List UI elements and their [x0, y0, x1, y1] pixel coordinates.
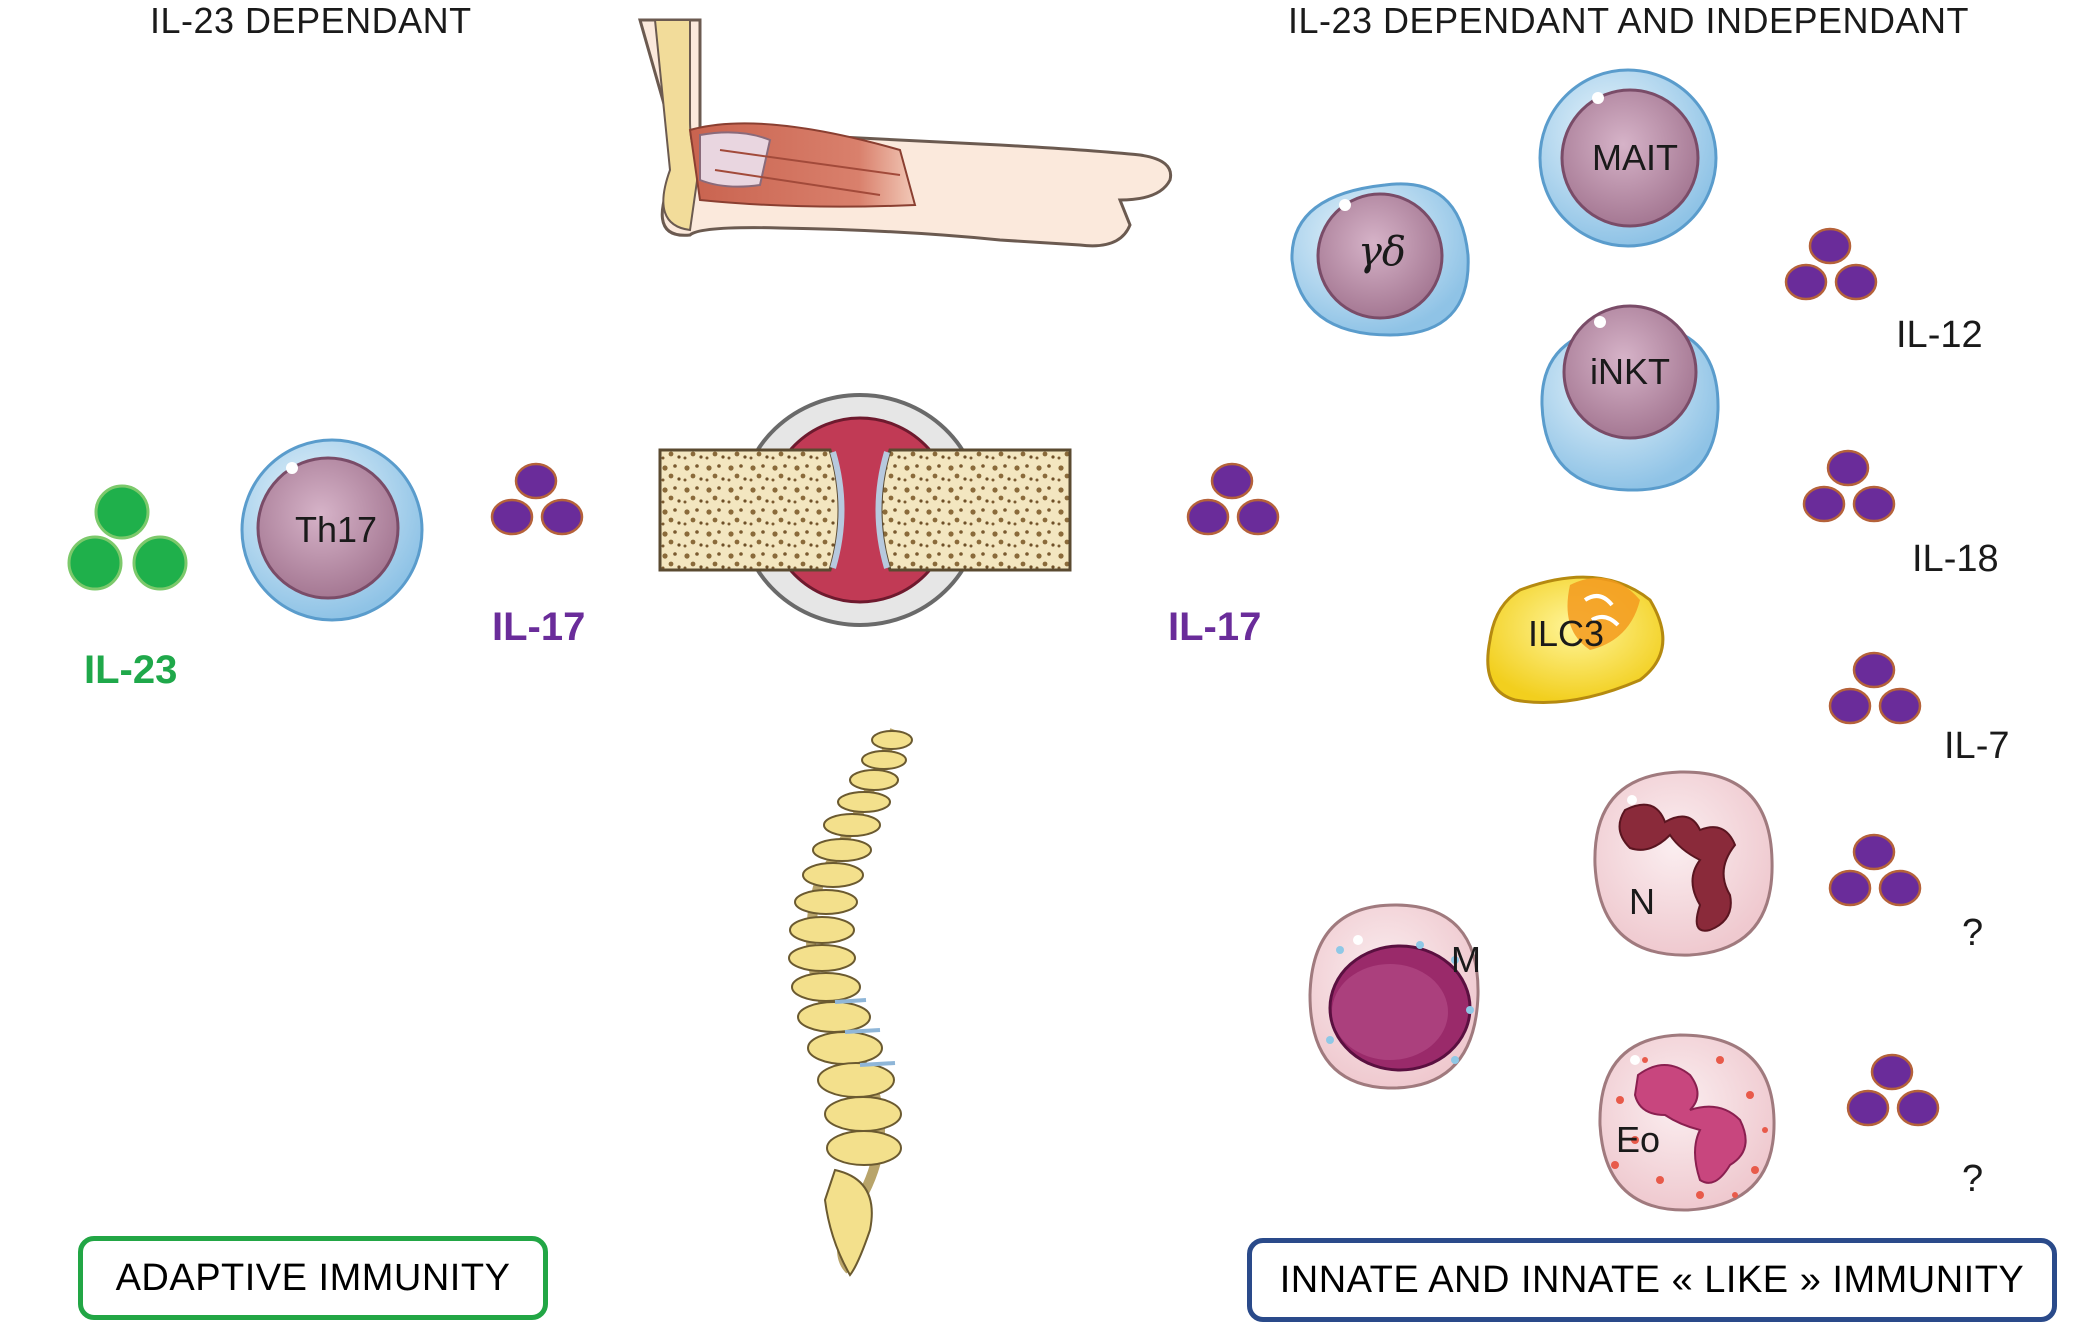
mait-label: MAIT — [1592, 137, 1678, 178]
spine-illustration — [788, 728, 913, 1277]
neutrophil-cell — [1593, 770, 1774, 957]
macrophage-label: M — [1451, 939, 1481, 980]
ilc3-label: ILC3 — [1527, 613, 1605, 654]
unknown-cytokine-label-2: ? — [1962, 1158, 1984, 1200]
neutrophil-label: N — [1629, 881, 1655, 922]
unknown-cytokine-label-1: ? — [1962, 912, 1984, 954]
macrophage-cell — [1308, 903, 1480, 1090]
th17-label: Th17 — [294, 509, 378, 550]
inkt-cell — [1540, 304, 1720, 492]
unknown-cytokine-cluster-1 — [1828, 833, 1922, 907]
il7-label: IL-7 — [1944, 725, 2010, 767]
adaptive-immunity-box: ADAPTIVE IMMUNITY — [78, 1236, 548, 1320]
il23-cytokine-cluster — [67, 484, 188, 591]
gamma-delta-label: γδ — [1358, 229, 1406, 275]
eosinophil-cell — [1598, 1033, 1776, 1212]
il12-label: IL-12 — [1896, 314, 1983, 356]
innate-immunity-box: INNATE AND INNATE « LIKE » IMMUNITY — [1247, 1238, 2057, 1322]
adaptive-immunity-label: ADAPTIVE IMMUNITY — [115, 1256, 511, 1299]
th17-cell — [240, 438, 424, 622]
il18-cytokine-cluster — [1802, 449, 1896, 523]
mait-cell — [1538, 68, 1718, 248]
il7-cytokine-cluster — [1828, 651, 1922, 725]
il17-cytokine-cluster-left — [490, 462, 584, 536]
joint-illustration — [658, 393, 1072, 627]
eosinophil-label: Eo — [1615, 1119, 1661, 1160]
il17-cytokine-cluster-right — [1186, 462, 1280, 536]
ilc3-cell — [1486, 575, 1665, 704]
inkt-label: iNKT — [1590, 351, 1670, 392]
heading-il23-dependant: IL-23 DEPENDANT — [150, 0, 472, 41]
heading-il23-dependant-and-independant: IL-23 DEPENDANT AND INDEPENDANT — [1288, 0, 1969, 41]
gamma-delta-cell — [1290, 182, 1470, 337]
il18-label: IL-18 — [1912, 538, 1999, 580]
arm-illustration — [638, 18, 1173, 248]
il23-label: IL-23 — [84, 648, 178, 692]
il12-cytokine-cluster — [1784, 227, 1878, 301]
unknown-cytokine-cluster-2 — [1846, 1053, 1940, 1127]
il17-label-right: IL-17 — [1168, 605, 1262, 649]
innate-immunity-label: INNATE AND INNATE « LIKE » IMMUNITY — [1279, 1258, 2025, 1301]
il17-label-left: IL-17 — [492, 605, 586, 649]
